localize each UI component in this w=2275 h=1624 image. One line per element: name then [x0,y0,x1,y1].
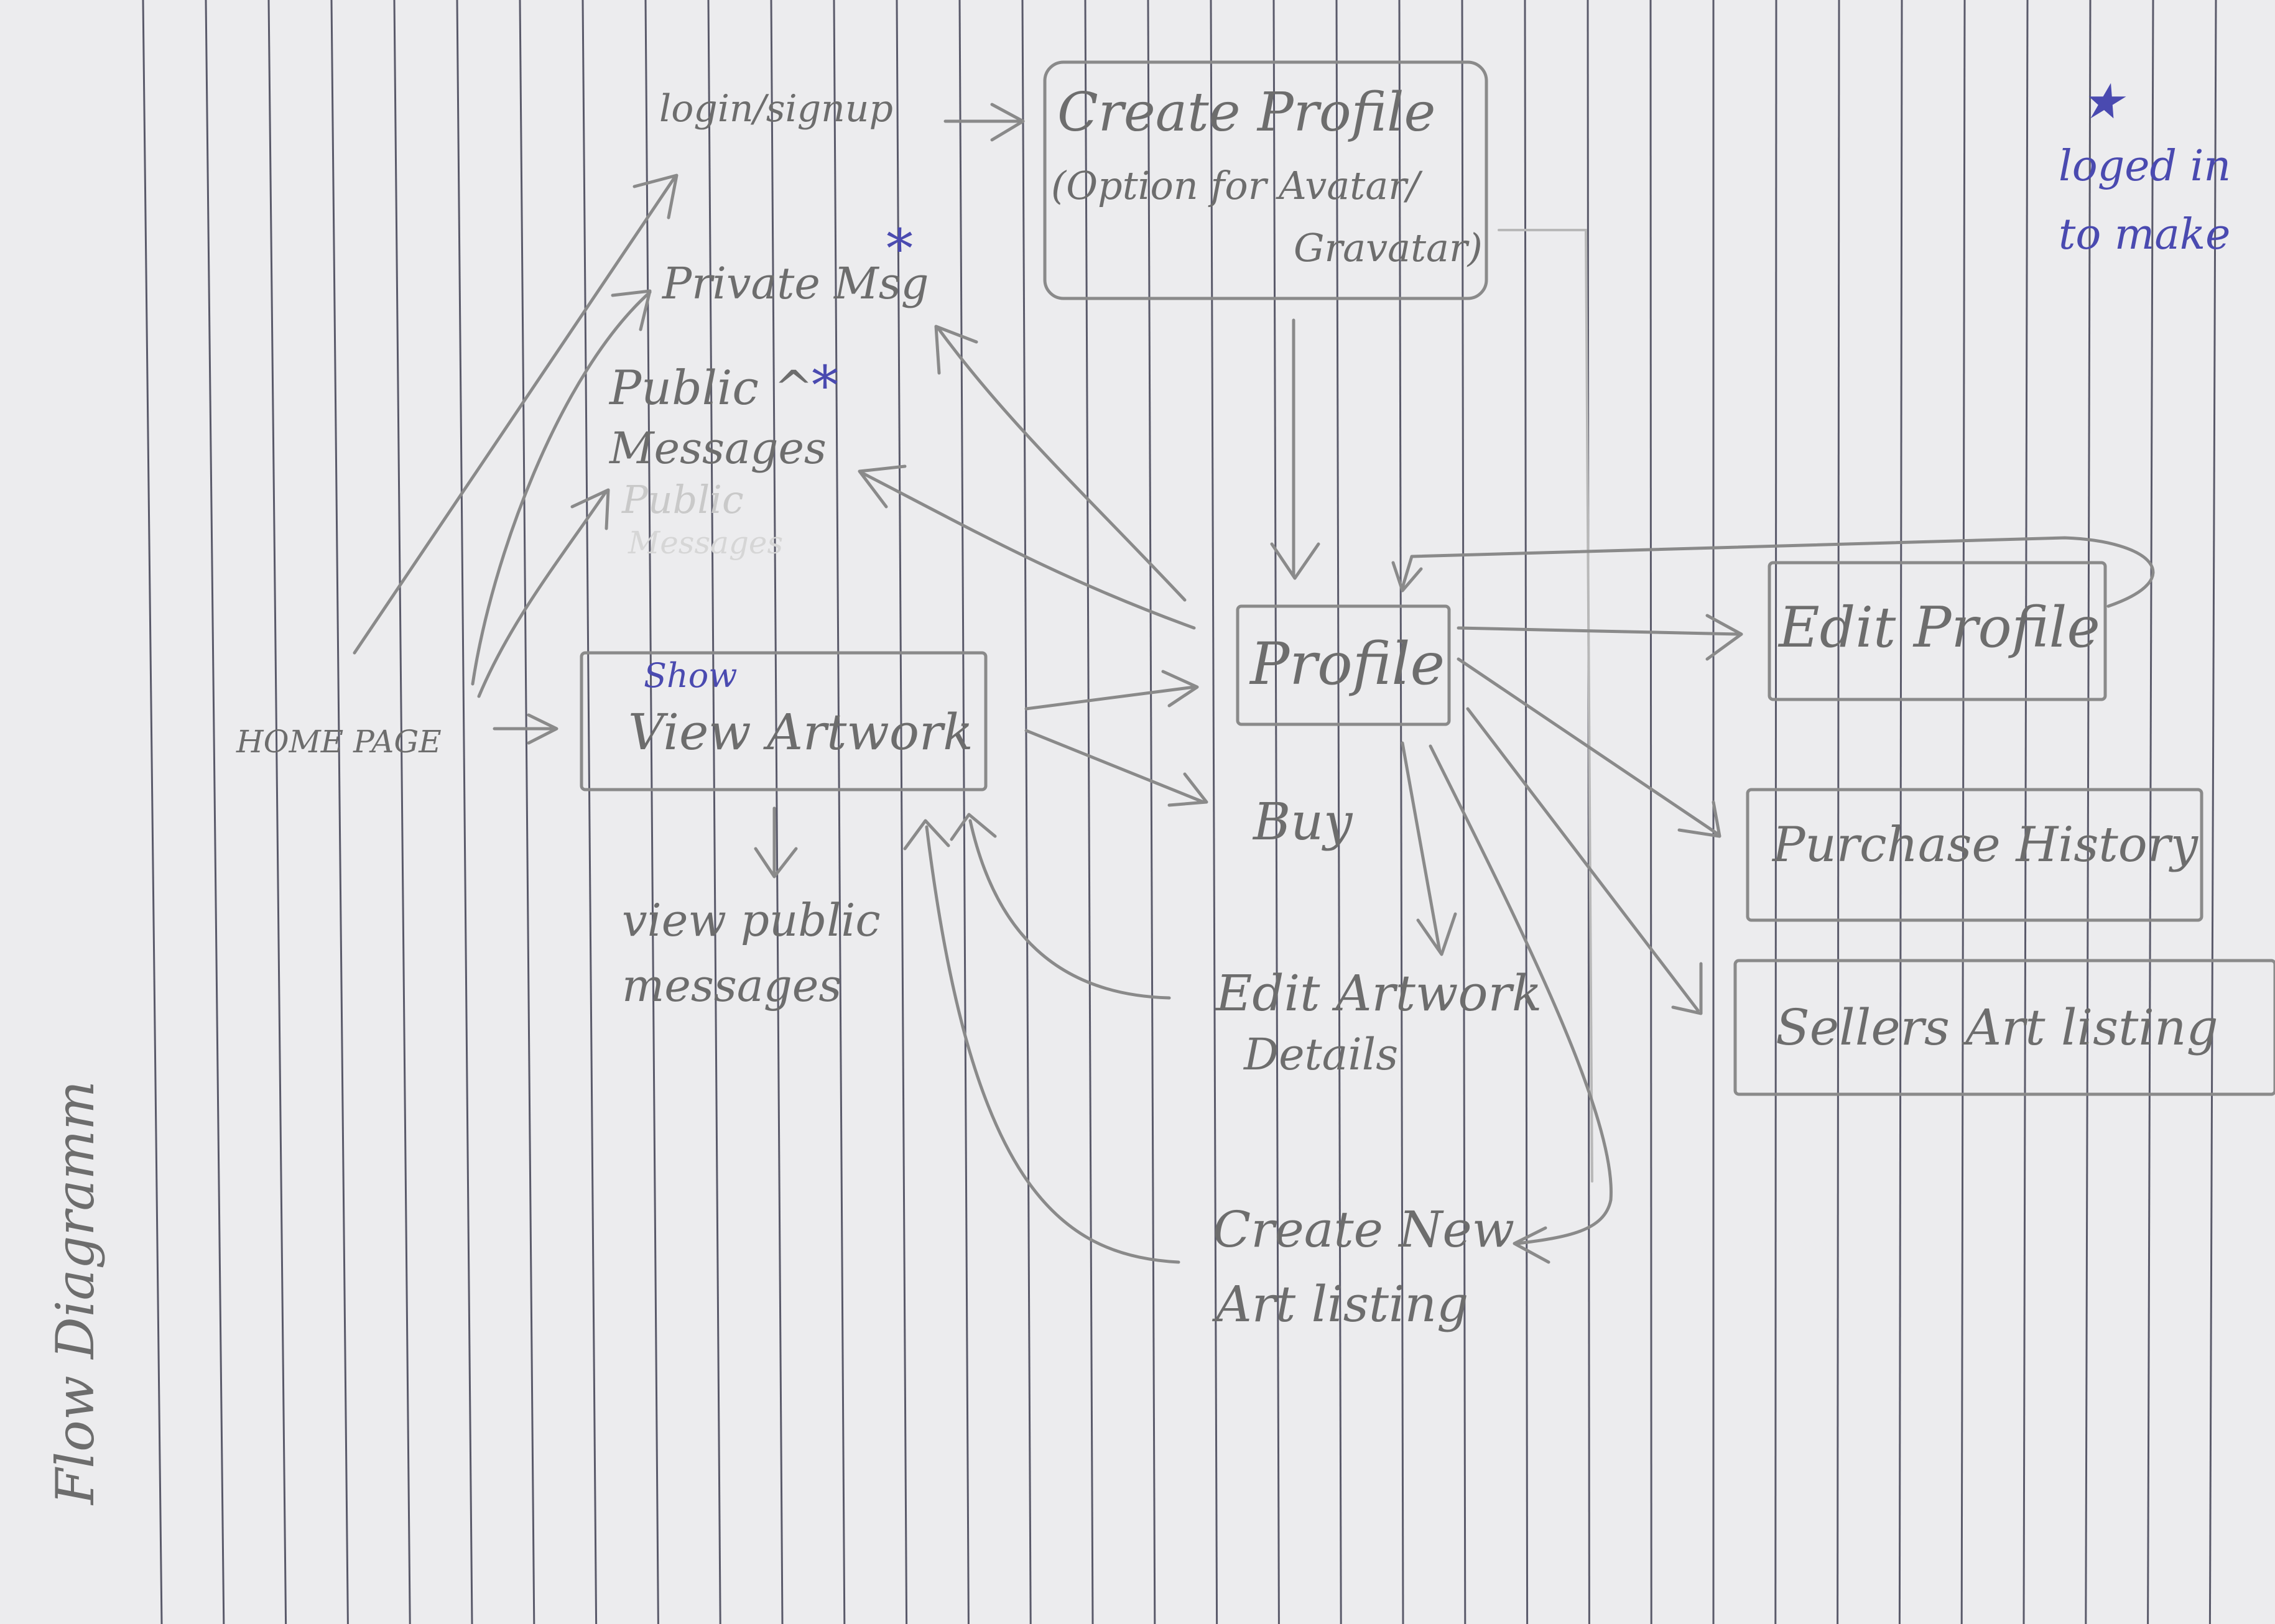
rule-line [1398,0,1404,1624]
node-profile: Profile [1236,604,1451,726]
node-edit-artwork-details-line2: Details [1243,1029,1398,1080]
node-buy: Buy [1252,793,1353,852]
arrow-edit-profile-back-to-profile [1391,536,2155,608]
rule-line [833,0,846,1624]
node-create-new-art-listing-line2: Art listing [1212,1275,1468,1333]
node-purchase-history: Purchase History [1746,788,2203,922]
arrow-home-to-private-msg [471,289,652,686]
arrow-home-to-public-messages [477,488,610,698]
arrow-login-to-create-profile [943,103,1025,142]
rule-line [896,0,908,1624]
faded-public-line1: Public [621,477,744,522]
notebook-rule-lines [142,0,2217,1624]
node-edit-artwork-details-line1: Edit Artwork [1215,964,1542,1022]
create-profile-box [1043,60,1488,300]
rule-line [1898,0,1903,1624]
arrow-home-to-view-artwork [493,713,558,745]
node-sellers-art-listing: Sellers Art listing [1733,959,2275,1096]
private-msg-star-icon: * [886,218,913,280]
rule-line [644,0,659,1624]
arrow-profile-to-edit-artwork [1401,741,1457,956]
rule-line [1210,0,1218,1624]
purchase-history-box [1746,788,2203,922]
rule-line [1335,0,1342,1624]
rule-line [581,0,598,1624]
rule-line [2085,0,2092,1624]
rule-line [1147,0,1156,1624]
rule-line [770,0,784,1624]
node-login-signup: login/signup [659,87,893,131]
rule-line [456,0,473,1624]
arrow-home-to-login [353,173,679,655]
node-view-public-messages-line2: messages [622,959,841,1012]
legend-note-line1: loged in [2059,142,2231,191]
rule-line [958,0,970,1624]
node-edit-profile: Edit Profile [1768,561,2107,701]
arrow-create-profile-to-profile [1270,318,1320,580]
rule-line [2147,0,2154,1624]
create-profile-label-line1: Create Profile [1057,81,1435,144]
rule-line [519,0,535,1624]
node-create-new-art-listing-line1: Create New [1213,1201,1514,1258]
rule-line [142,0,163,1624]
rule-line [1837,0,1840,1624]
sellers-art-listing-label: Sellers Art listing [1776,999,2218,1056]
arrow-profile-to-create-new-listing [1429,744,1613,1264]
arrow-view-artwork-to-public-msgs [754,806,798,879]
rule-line [1960,0,1966,1624]
rule-line [205,0,225,1624]
arrow-create-new-listing-to-view-artwork [903,819,1180,1264]
profile-box [1236,604,1451,726]
rule-line [330,0,349,1624]
rule-line [2022,0,2029,1624]
node-create-profile: Create Profile (Option for Avatar/ Grava… [1043,60,1488,300]
node-public-messages-line1: Public ^ [608,360,813,415]
node-private-msg: Private Msg [661,258,929,309]
arrow-view-artwork-to-buy [1024,729,1208,807]
connectors [353,103,2155,1264]
rule-line [267,0,287,1624]
rule-line [393,0,411,1624]
profile-label: Profile [1249,630,1445,698]
rule-line [1084,0,1094,1624]
create-profile-label-line3: Gravatar) [1294,225,1483,270]
rule-line [1021,0,1032,1624]
node-home-page: HOME PAGE [236,724,442,760]
view-artwork-box [580,651,988,791]
arrow-profile-to-private-msg [934,325,1187,602]
legend-star-icon: ★ [2080,74,2126,130]
arrow-profile-to-public-messages [858,464,1196,630]
purchase-history-label: Purchase History [1771,817,2199,873]
rule-line [707,0,721,1624]
create-profile-label-line2: (Option for Avatar/ [1051,163,1423,208]
node-view-public-messages-line1: view public [622,894,881,946]
legend: ★ loged in to make [2059,74,2231,259]
view-artwork-label: View Artwork [628,703,973,761]
arrow-profile-to-sellers-art-listing [1466,707,1703,1015]
arrow-view-artwork-to-profile [1024,670,1199,711]
rule-line [1272,0,1280,1624]
rule-line [2208,0,2217,1624]
edit-profile-label: Edit Profile [1777,595,2100,660]
arrow-profile-to-purchase-history [1457,657,1721,838]
diagram-title: Flow Diagramm [45,1081,106,1506]
create-profile-side-line [1498,229,1593,1183]
faded-public-line2: Messages [628,525,783,561]
legend-note-line2: to make [2059,210,2230,259]
arrow-edit-artwork-to-view-artwork [950,813,1171,1000]
arrow-profile-to-edit-profile [1457,614,1743,661]
sellers-art-listing-box [1733,959,2275,1096]
node-view-artwork: Show View Artwork [580,651,988,791]
public-messages-star-icon: * [812,355,838,417]
rule-line [1524,0,1529,1624]
node-public-messages-line2: Messages [608,423,827,474]
view-artwork-correction: Show [644,656,738,695]
edit-profile-box [1768,561,2107,701]
